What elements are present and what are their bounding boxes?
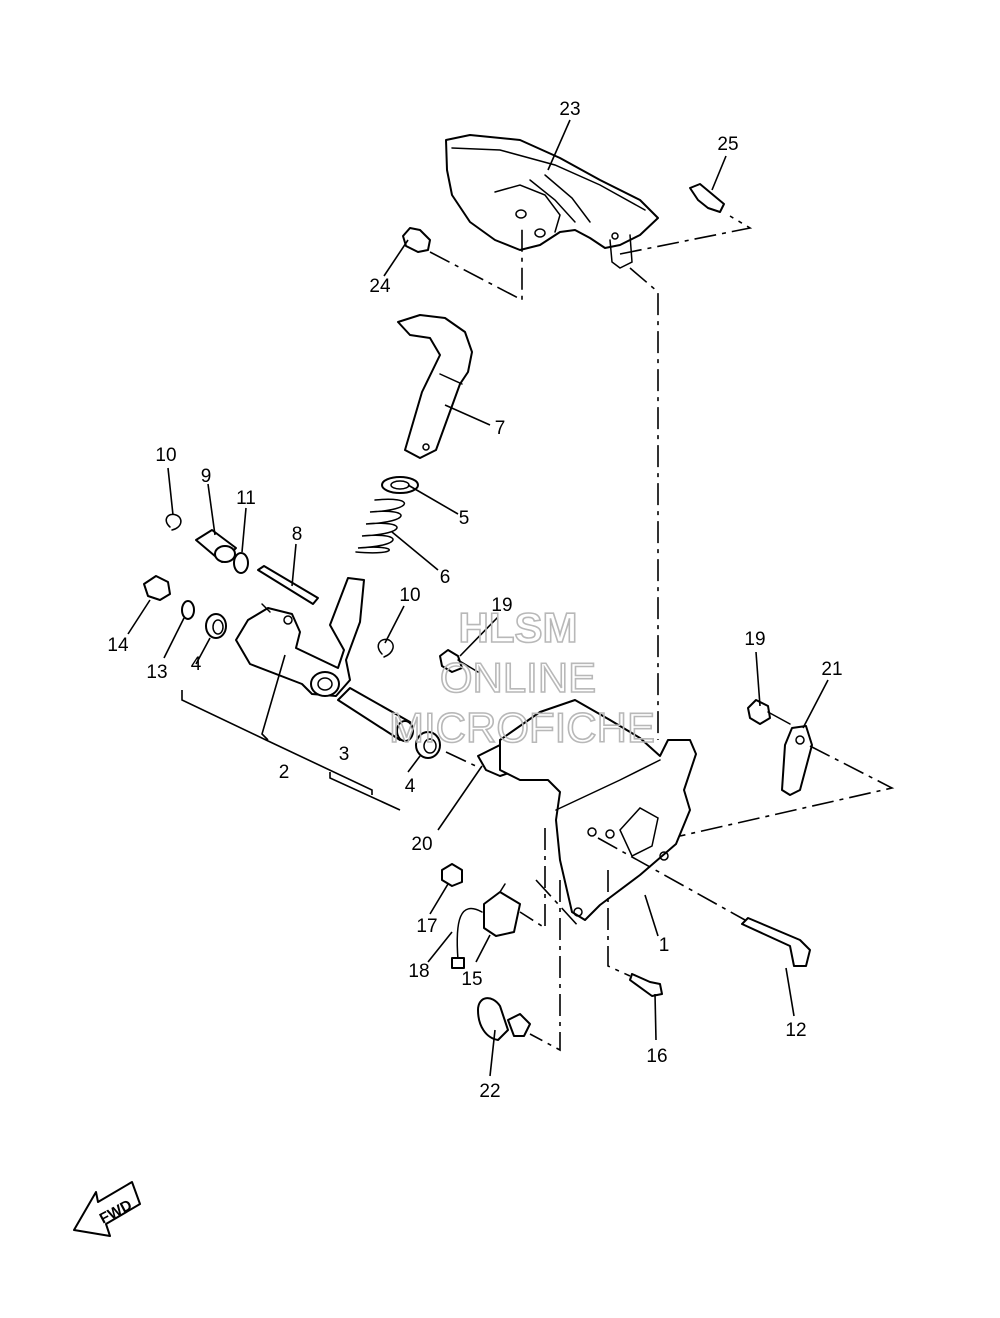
part-6-spring[interactable] [355, 498, 406, 554]
part-19-bolt-right[interactable] [747, 699, 791, 725]
part-3-tube[interactable] [337, 687, 414, 742]
part-4-bushing-right[interactable] [415, 731, 441, 759]
callout-25: 25 [717, 134, 738, 155]
callout-1: 1 [659, 935, 670, 956]
callout-9: 9 [201, 466, 212, 487]
part-4-bushing-left[interactable] [205, 613, 227, 639]
callout-7: 7 [495, 418, 506, 439]
part-11-washer[interactable] [233, 552, 249, 574]
callout-23: 23 [559, 99, 580, 120]
callout-21: 21 [821, 659, 842, 680]
callout-16: 16 [646, 1046, 667, 1067]
callout-3: 3 [339, 744, 350, 765]
part-10-circlip-bottom[interactable] [377, 638, 394, 658]
callout-20: 20 [411, 834, 432, 855]
leader-lines [127, 119, 829, 1077]
callout-15: 15 [461, 969, 482, 990]
callout-18: 18 [408, 961, 429, 982]
part-2-shaft-assembly[interactable] [235, 577, 365, 697]
callout-19-left: 19 [491, 595, 512, 616]
part-18-wire[interactable] [451, 907, 483, 969]
part-7-handle[interactable] [397, 314, 473, 459]
callout-19-right: 19 [744, 629, 765, 650]
part-10-circlip-top[interactable] [165, 513, 182, 531]
callout-5: 5 [459, 508, 470, 529]
callout-12: 12 [785, 1020, 806, 1041]
callout-4-right: 4 [405, 776, 416, 797]
part-16-screw[interactable] [629, 973, 663, 997]
callout-14: 14 [107, 635, 129, 656]
part-9-collar[interactable] [195, 529, 237, 563]
part-19-bolt-left[interactable] [439, 649, 479, 673]
watermark-line-1: HLSM [459, 604, 578, 651]
part-15-switch[interactable] [483, 883, 521, 937]
callout-13: 13 [146, 662, 167, 683]
part-25-clip[interactable] [689, 183, 725, 213]
callout-24: 24 [369, 276, 391, 297]
watermark-line-2: ONLINE [440, 654, 596, 701]
callout-22: 22 [479, 1081, 500, 1102]
fwd-badge: FWD [73, 1181, 141, 1237]
callout-labels: 23 25 24 7 10 9 11 5 8 6 10 14 13 4 19 1… [107, 99, 842, 1102]
watermark: HLSM ONLINE MICROFICHE [388, 603, 656, 752]
part-23-cover[interactable] [445, 134, 659, 269]
part-17-nut[interactable] [441, 863, 463, 887]
callout-10-top: 10 [155, 445, 176, 466]
part-21-plate[interactable] [781, 725, 813, 796]
watermark-line-3: MICROFICHE [389, 704, 655, 751]
callout-4-left: 4 [191, 654, 202, 675]
reference-lines [429, 215, 895, 1052]
part-13-washer[interactable] [181, 600, 195, 620]
part-24-bolt[interactable] [402, 227, 431, 253]
part-8-pin[interactable] [257, 565, 319, 605]
part-12-bolt[interactable] [741, 917, 811, 967]
callout-17: 17 [416, 916, 437, 937]
callout-6: 6 [440, 567, 451, 588]
fwd-arrow-icon [73, 1181, 141, 1237]
callout-10-bottom: 10 [399, 585, 420, 606]
callout-2: 2 [279, 762, 290, 783]
callout-11: 11 [236, 488, 256, 509]
part-5-washer[interactable] [381, 476, 419, 494]
callout-8: 8 [292, 524, 303, 545]
part-14-nut[interactable] [143, 575, 171, 601]
part-22-clamp[interactable] [477, 997, 531, 1041]
